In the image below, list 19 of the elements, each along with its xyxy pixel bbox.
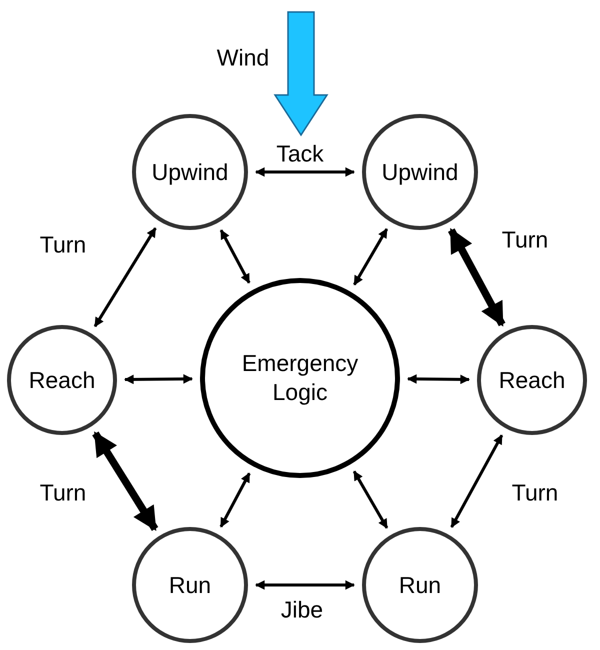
state-label: Reach xyxy=(498,366,566,394)
double-arrow xyxy=(220,472,251,528)
double-arrow xyxy=(353,228,388,286)
double-arrow xyxy=(255,167,355,177)
double-arrow xyxy=(407,374,470,384)
double-arrow xyxy=(448,228,506,327)
state-label: Upwind xyxy=(152,158,228,186)
double-arrow xyxy=(220,229,250,284)
double-arrow xyxy=(92,431,158,532)
double-arrow xyxy=(124,374,193,384)
double-arrow xyxy=(352,470,388,529)
state-label: Run xyxy=(168,570,212,600)
state-label: Emergency Logic xyxy=(240,349,360,407)
double-arrow xyxy=(450,434,504,528)
double-arrow xyxy=(94,227,157,328)
state-label: Run xyxy=(398,570,442,600)
state-label: Reach xyxy=(28,366,96,394)
double-arrow xyxy=(255,580,355,590)
state-label: Upwind xyxy=(382,158,458,186)
